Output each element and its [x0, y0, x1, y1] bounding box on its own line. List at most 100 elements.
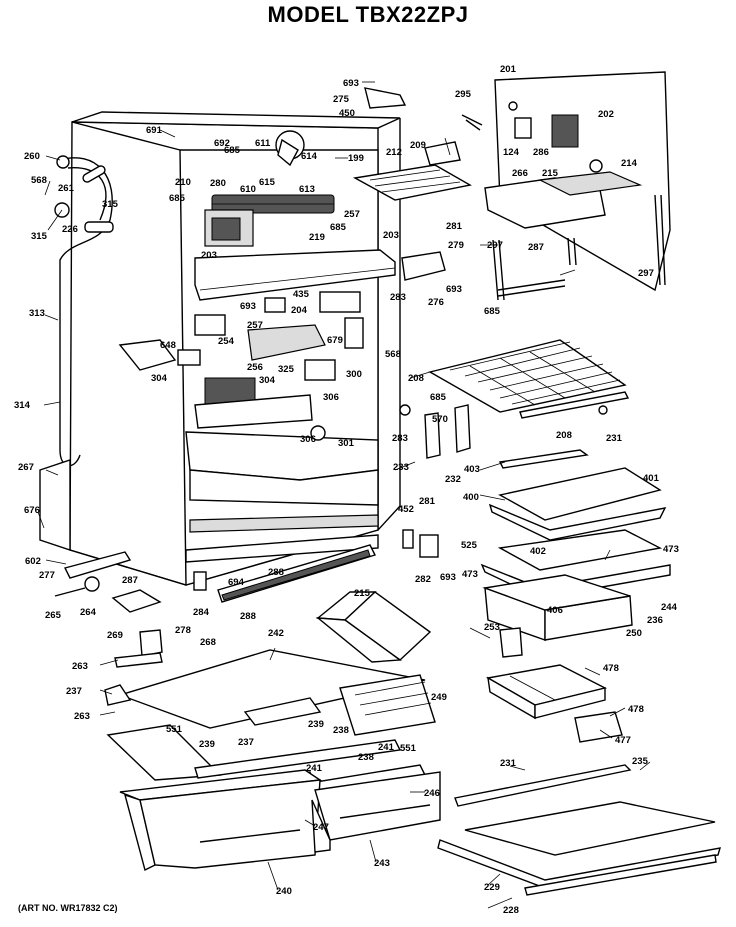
part-label-239: 239	[308, 719, 324, 730]
part-label-685-c: 685	[330, 222, 347, 233]
part-label-325: 325	[278, 364, 295, 375]
shelf-brackets	[399, 404, 608, 459]
part-label-236: 236	[647, 615, 663, 626]
part-label-202: 202	[598, 109, 614, 120]
part-label-237-b: 237	[238, 737, 254, 748]
part-label-281-b: 281	[419, 496, 436, 507]
grille	[193, 544, 376, 603]
part-label-402: 402	[530, 546, 546, 557]
part-label-568-b: 568	[385, 349, 401, 360]
refrigerator-cabinet	[69, 111, 401, 586]
part-label-551: 551	[166, 724, 183, 735]
part-label-685-d: 685	[484, 306, 501, 317]
part-label-264: 264	[80, 607, 97, 618]
part-label-260: 260	[24, 151, 40, 162]
wire-shelf	[428, 339, 630, 419]
part-label-301: 301	[338, 438, 355, 449]
part-label-401: 401	[643, 473, 660, 484]
part-label-685-b: 685	[169, 193, 186, 204]
part-label-214: 214	[621, 158, 638, 169]
part-label-278: 278	[175, 625, 191, 636]
part-label-237: 237	[66, 686, 82, 697]
part-label-231: 231	[606, 433, 623, 444]
part-label-304: 304	[151, 373, 168, 384]
callout-labels: 693 275 450 201 295 691 692 611 614 199 …	[14, 64, 679, 916]
part-label-313: 313	[29, 308, 45, 319]
part-label-287: 287	[528, 242, 544, 253]
part-label-315: 315	[102, 199, 119, 210]
part-label-610: 610	[240, 184, 256, 195]
part-label-283-b: 283	[392, 433, 408, 444]
part-label-279: 279	[448, 240, 464, 251]
part-label-277: 277	[39, 570, 55, 581]
part-label-295: 295	[455, 89, 472, 100]
part-label-208: 208	[408, 373, 424, 384]
part-label-215-b: 215	[354, 588, 371, 599]
part-label-263: 263	[72, 661, 88, 672]
part-label-212: 212	[386, 147, 402, 158]
part-label-613: 613	[299, 184, 315, 195]
part-label-614: 614	[301, 151, 318, 162]
part-label-208-b: 208	[556, 430, 572, 441]
part-label-231-b: 231	[500, 758, 517, 769]
crisper-drawers	[106, 724, 441, 872]
part-label-232: 232	[445, 474, 461, 485]
part-label-238-b: 238	[358, 752, 374, 763]
part-label-269: 269	[107, 630, 123, 641]
part-label-243: 243	[374, 858, 390, 869]
part-label-694: 694	[228, 577, 245, 588]
part-label-691: 691	[146, 125, 163, 136]
part-label-276: 276	[428, 297, 444, 308]
part-label-286: 286	[533, 147, 549, 158]
part-label-297-b: 297	[638, 268, 654, 279]
part-label-283: 283	[390, 292, 406, 303]
part-label-254: 254	[218, 336, 235, 347]
part-label-263-b: 263	[74, 711, 90, 722]
part-label-238: 238	[333, 725, 349, 736]
part-label-287-b: 287	[122, 575, 138, 586]
part-label-253: 253	[484, 622, 500, 633]
part-label-304-b: 304	[259, 375, 276, 386]
part-label-241-b: 241	[306, 763, 323, 774]
part-label-693: 693	[343, 78, 359, 89]
part-label-233: 233	[393, 462, 409, 473]
part-label-209: 209	[410, 140, 426, 151]
part-label-265: 265	[45, 610, 62, 621]
part-label-297: 297	[487, 240, 503, 251]
part-label-228: 228	[503, 905, 519, 916]
top-right-parts	[352, 71, 671, 301]
part-label-256: 256	[247, 362, 263, 373]
part-label-282: 282	[415, 574, 431, 585]
part-label-199: 199	[348, 153, 364, 164]
part-label-300: 300	[346, 369, 362, 380]
door-bin	[315, 591, 432, 663]
part-label-568: 568	[31, 175, 47, 186]
part-label-473-b: 473	[462, 569, 478, 580]
part-label-435: 435	[293, 289, 310, 300]
part-label-249: 249	[431, 692, 447, 703]
part-label-246: 246	[424, 788, 440, 799]
part-label-241: 241	[378, 742, 395, 753]
part-label-288: 288	[268, 567, 284, 578]
part-label-210: 210	[175, 177, 191, 188]
part-label-478-b: 478	[628, 704, 644, 715]
part-label-226: 226	[62, 224, 78, 235]
part-label-692: 692	[214, 138, 230, 149]
art-number: (ART NO. WR17832 C2)	[18, 903, 118, 913]
part-label-257: 257	[344, 209, 360, 220]
part-label-306: 306	[323, 392, 339, 403]
part-label-257-b: 257	[247, 320, 263, 331]
part-label-611: 611	[255, 138, 271, 149]
part-label-247: 247	[313, 822, 329, 833]
part-label-288-b: 288	[240, 611, 256, 622]
part-label-203-b: 203	[201, 250, 217, 261]
part-label-693-d: 693	[440, 572, 456, 583]
part-label-235: 235	[632, 756, 649, 767]
part-label-267: 267	[18, 462, 34, 473]
part-label-306-b: 306	[300, 434, 316, 445]
part-label-250: 250	[626, 628, 642, 639]
part-label-406: 406	[547, 605, 563, 616]
part-label-551-b: 551	[400, 743, 417, 754]
part-label-693-c: 693	[240, 301, 256, 312]
part-label-477: 477	[615, 735, 631, 746]
